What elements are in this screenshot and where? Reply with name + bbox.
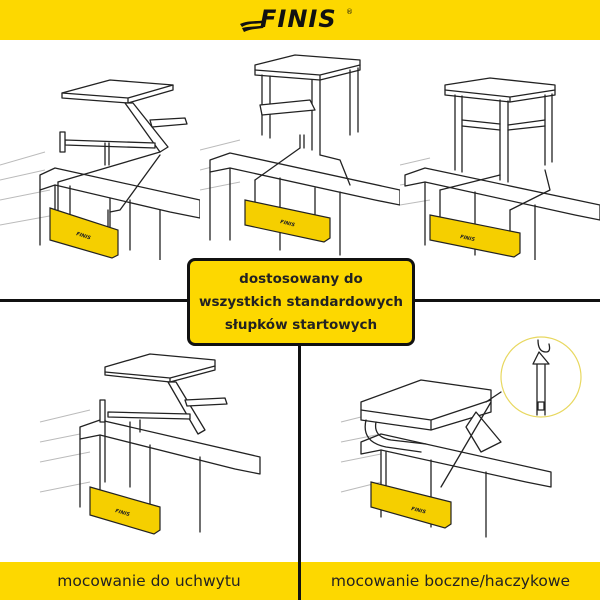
callout-text: dostosowany do wszystkich standardowych … xyxy=(199,268,403,337)
vertical-divider xyxy=(298,300,301,600)
illustration-handlebar-block: FINIS xyxy=(200,40,400,260)
footer-divider xyxy=(298,562,301,600)
illustration-angled-post-block: FINIS xyxy=(0,40,200,260)
callout-line-1: dostosowany do xyxy=(239,270,363,287)
compatibility-callout: dostosowany do wszystkich standardowych … xyxy=(187,258,415,346)
illustration-four-leg-block: FINIS xyxy=(400,40,600,260)
brand-name: FINIS xyxy=(260,5,337,33)
callout-line-3: słupków startowych xyxy=(224,316,378,333)
callout-line-2: wszystkich standardowych xyxy=(198,293,404,310)
finis-logo: FINIS ® xyxy=(238,5,362,34)
header-bar xyxy=(0,0,600,40)
svg-text:FINIS: FINIS xyxy=(460,234,476,243)
label-handle-mount: mocowanie do uchwytu xyxy=(57,572,241,590)
registered-mark: ® xyxy=(346,8,353,16)
svg-text:FINIS: FINIS xyxy=(411,506,427,516)
illustration-handle-mount: FINIS xyxy=(0,302,298,562)
swoosh-icon xyxy=(240,20,266,32)
svg-text:FINIS: FINIS xyxy=(114,508,130,518)
illustration-side-hook-mount: FINIS xyxy=(301,302,600,562)
label-side-hook-mount: mocowanie boczne/haczykowe xyxy=(330,572,571,590)
svg-text:FINIS: FINIS xyxy=(75,231,91,241)
svg-text:FINIS: FINIS xyxy=(280,219,296,229)
